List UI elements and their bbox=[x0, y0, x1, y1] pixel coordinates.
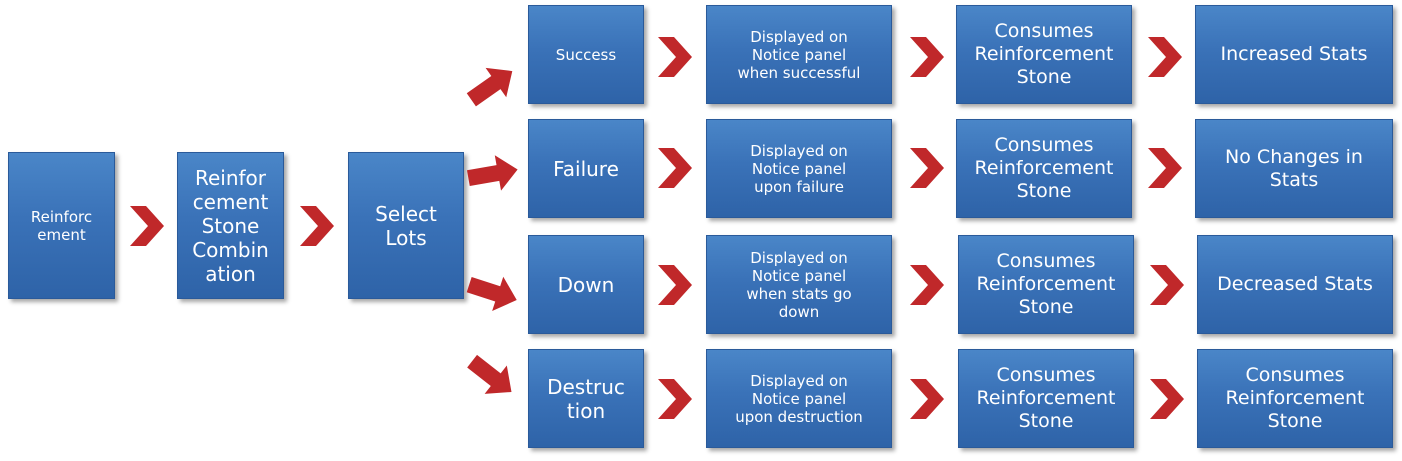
arrow-chevron-right bbox=[300, 206, 334, 246]
arrow-branch-failure bbox=[466, 155, 518, 191]
node-reinforcement: Reinforc ement bbox=[8, 152, 115, 299]
arrow-chevron-right bbox=[658, 148, 692, 188]
node-consume-success: Consumes Reinforcement Stone bbox=[956, 5, 1132, 104]
arrow-chevron-right bbox=[658, 265, 692, 305]
arrow-chevron-right bbox=[910, 148, 944, 188]
node-consume-down: Consumes Reinforcement Stone bbox=[958, 235, 1134, 334]
arrow-chevron-right bbox=[130, 206, 164, 246]
arrow-chevron-right bbox=[658, 37, 692, 77]
arrow-chevron-right bbox=[1148, 37, 1182, 77]
arrow-branch-success bbox=[466, 67, 513, 107]
arrow-chevron-right bbox=[1150, 265, 1184, 305]
node-notice-failure: Displayed on Notice panel upon failure bbox=[706, 119, 892, 218]
node-consume-failure: Consumes Reinforcement Stone bbox=[956, 119, 1132, 218]
node-success: Success bbox=[528, 5, 644, 104]
arrow-chevron-right bbox=[658, 379, 692, 419]
node-down: Down bbox=[528, 235, 644, 334]
arrow-branch-down bbox=[466, 276, 517, 311]
node-result-destruction: Consumes Reinforcement Stone bbox=[1197, 349, 1393, 448]
node-notice-success: Displayed on Notice panel when successfu… bbox=[706, 5, 892, 104]
node-destruction: Destruc tion bbox=[528, 349, 644, 448]
node-consume-destruction: Consumes Reinforcement Stone bbox=[958, 349, 1134, 448]
arrow-chevron-right bbox=[910, 265, 944, 305]
node-notice-destruction: Displayed on Notice panel upon destructi… bbox=[706, 349, 892, 448]
node-result-failure: No Changes in Stats bbox=[1195, 119, 1393, 218]
arrow-chevron-right bbox=[910, 379, 944, 419]
node-reinforcement-stone-combination: Reinfor cement Stone Combin ation bbox=[177, 152, 284, 299]
node-notice-down: Displayed on Notice panel when stats go … bbox=[706, 235, 892, 334]
node-failure: Failure bbox=[528, 119, 644, 218]
node-result-down: Decreased Stats bbox=[1197, 235, 1393, 334]
arrow-branch-destruction bbox=[467, 354, 512, 394]
arrow-chevron-right bbox=[910, 37, 944, 77]
arrow-chevron-right bbox=[1148, 148, 1182, 188]
arrow-chevron-right bbox=[1150, 379, 1184, 419]
node-select-lots: Select Lots bbox=[348, 152, 464, 299]
node-result-success: Increased Stats bbox=[1195, 5, 1393, 104]
